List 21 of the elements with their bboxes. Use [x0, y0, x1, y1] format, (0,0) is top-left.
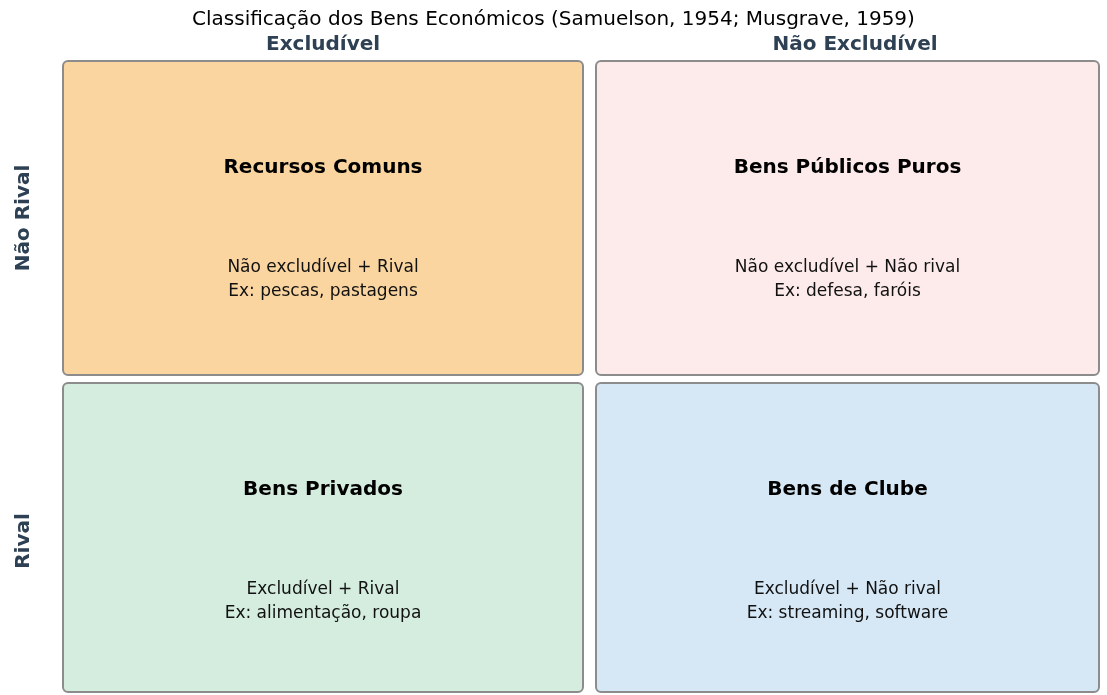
column-header: Excludível — [266, 31, 381, 55]
quadrant-box — [595, 382, 1100, 693]
quadrant-box — [595, 60, 1100, 376]
quadrant-title: Bens de Clube — [766, 476, 929, 500]
chart-title: Classificação dos Bens Económicos (Samuelson, 1954; Musgrave, 1959) — [191, 6, 916, 30]
row-header: Rival — [9, 513, 34, 569]
quadrant-title: Bens Privados — [242, 476, 404, 500]
quadrant-box — [62, 60, 584, 376]
quadrant-title: Bens Públicos Puros — [732, 154, 963, 178]
row-header: Não Rival — [9, 164, 34, 272]
quadrant-description: Excludível + Rival — [245, 578, 401, 598]
quadrant-examples: Ex: defesa, faróis — [773, 280, 922, 300]
quadrant-description: Não excludível + Não rival — [733, 256, 962, 276]
quadrant-examples: Ex: streaming, software — [745, 602, 950, 622]
quadrant-description: Não excludível + Rival — [226, 256, 420, 276]
quadrant-examples: Ex: alimentação, roupa — [223, 602, 423, 622]
column-header: Não Excludível — [772, 31, 938, 55]
quadrant-title: Recursos Comuns — [222, 154, 424, 178]
quadrant-examples: Ex: pescas, pastagens — [227, 280, 419, 300]
quadrant-description: Excludível + Não rival — [753, 578, 942, 598]
quadrant-box — [62, 382, 584, 693]
